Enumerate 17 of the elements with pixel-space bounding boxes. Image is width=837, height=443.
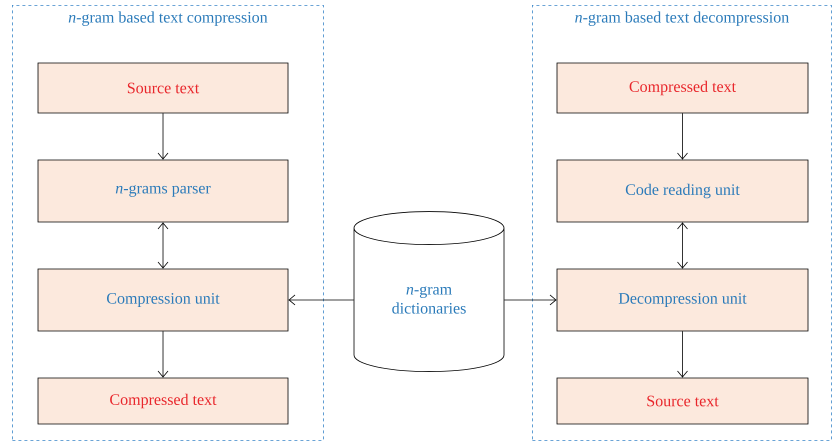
arrow — [158, 331, 168, 378]
process-box: Decompression unit — [556, 268, 808, 332]
arrow — [288, 294, 354, 306]
process-box: Code reading unit — [556, 160, 808, 222]
process-box: Source text — [38, 62, 288, 114]
database-cylinder: n-gram dictionaries — [354, 211, 504, 372]
arrow — [677, 113, 688, 160]
process-box: Compression unit — [38, 268, 288, 332]
arrow — [158, 113, 168, 160]
process-box: Source text — [556, 378, 808, 424]
arrow — [677, 331, 688, 378]
arrow — [677, 222, 688, 269]
arrow — [158, 222, 168, 269]
process-box: n-grams parser — [38, 160, 288, 222]
process-box: Compressed text — [38, 378, 288, 424]
process-box: Compressed text — [556, 62, 808, 114]
arrow — [504, 294, 557, 306]
